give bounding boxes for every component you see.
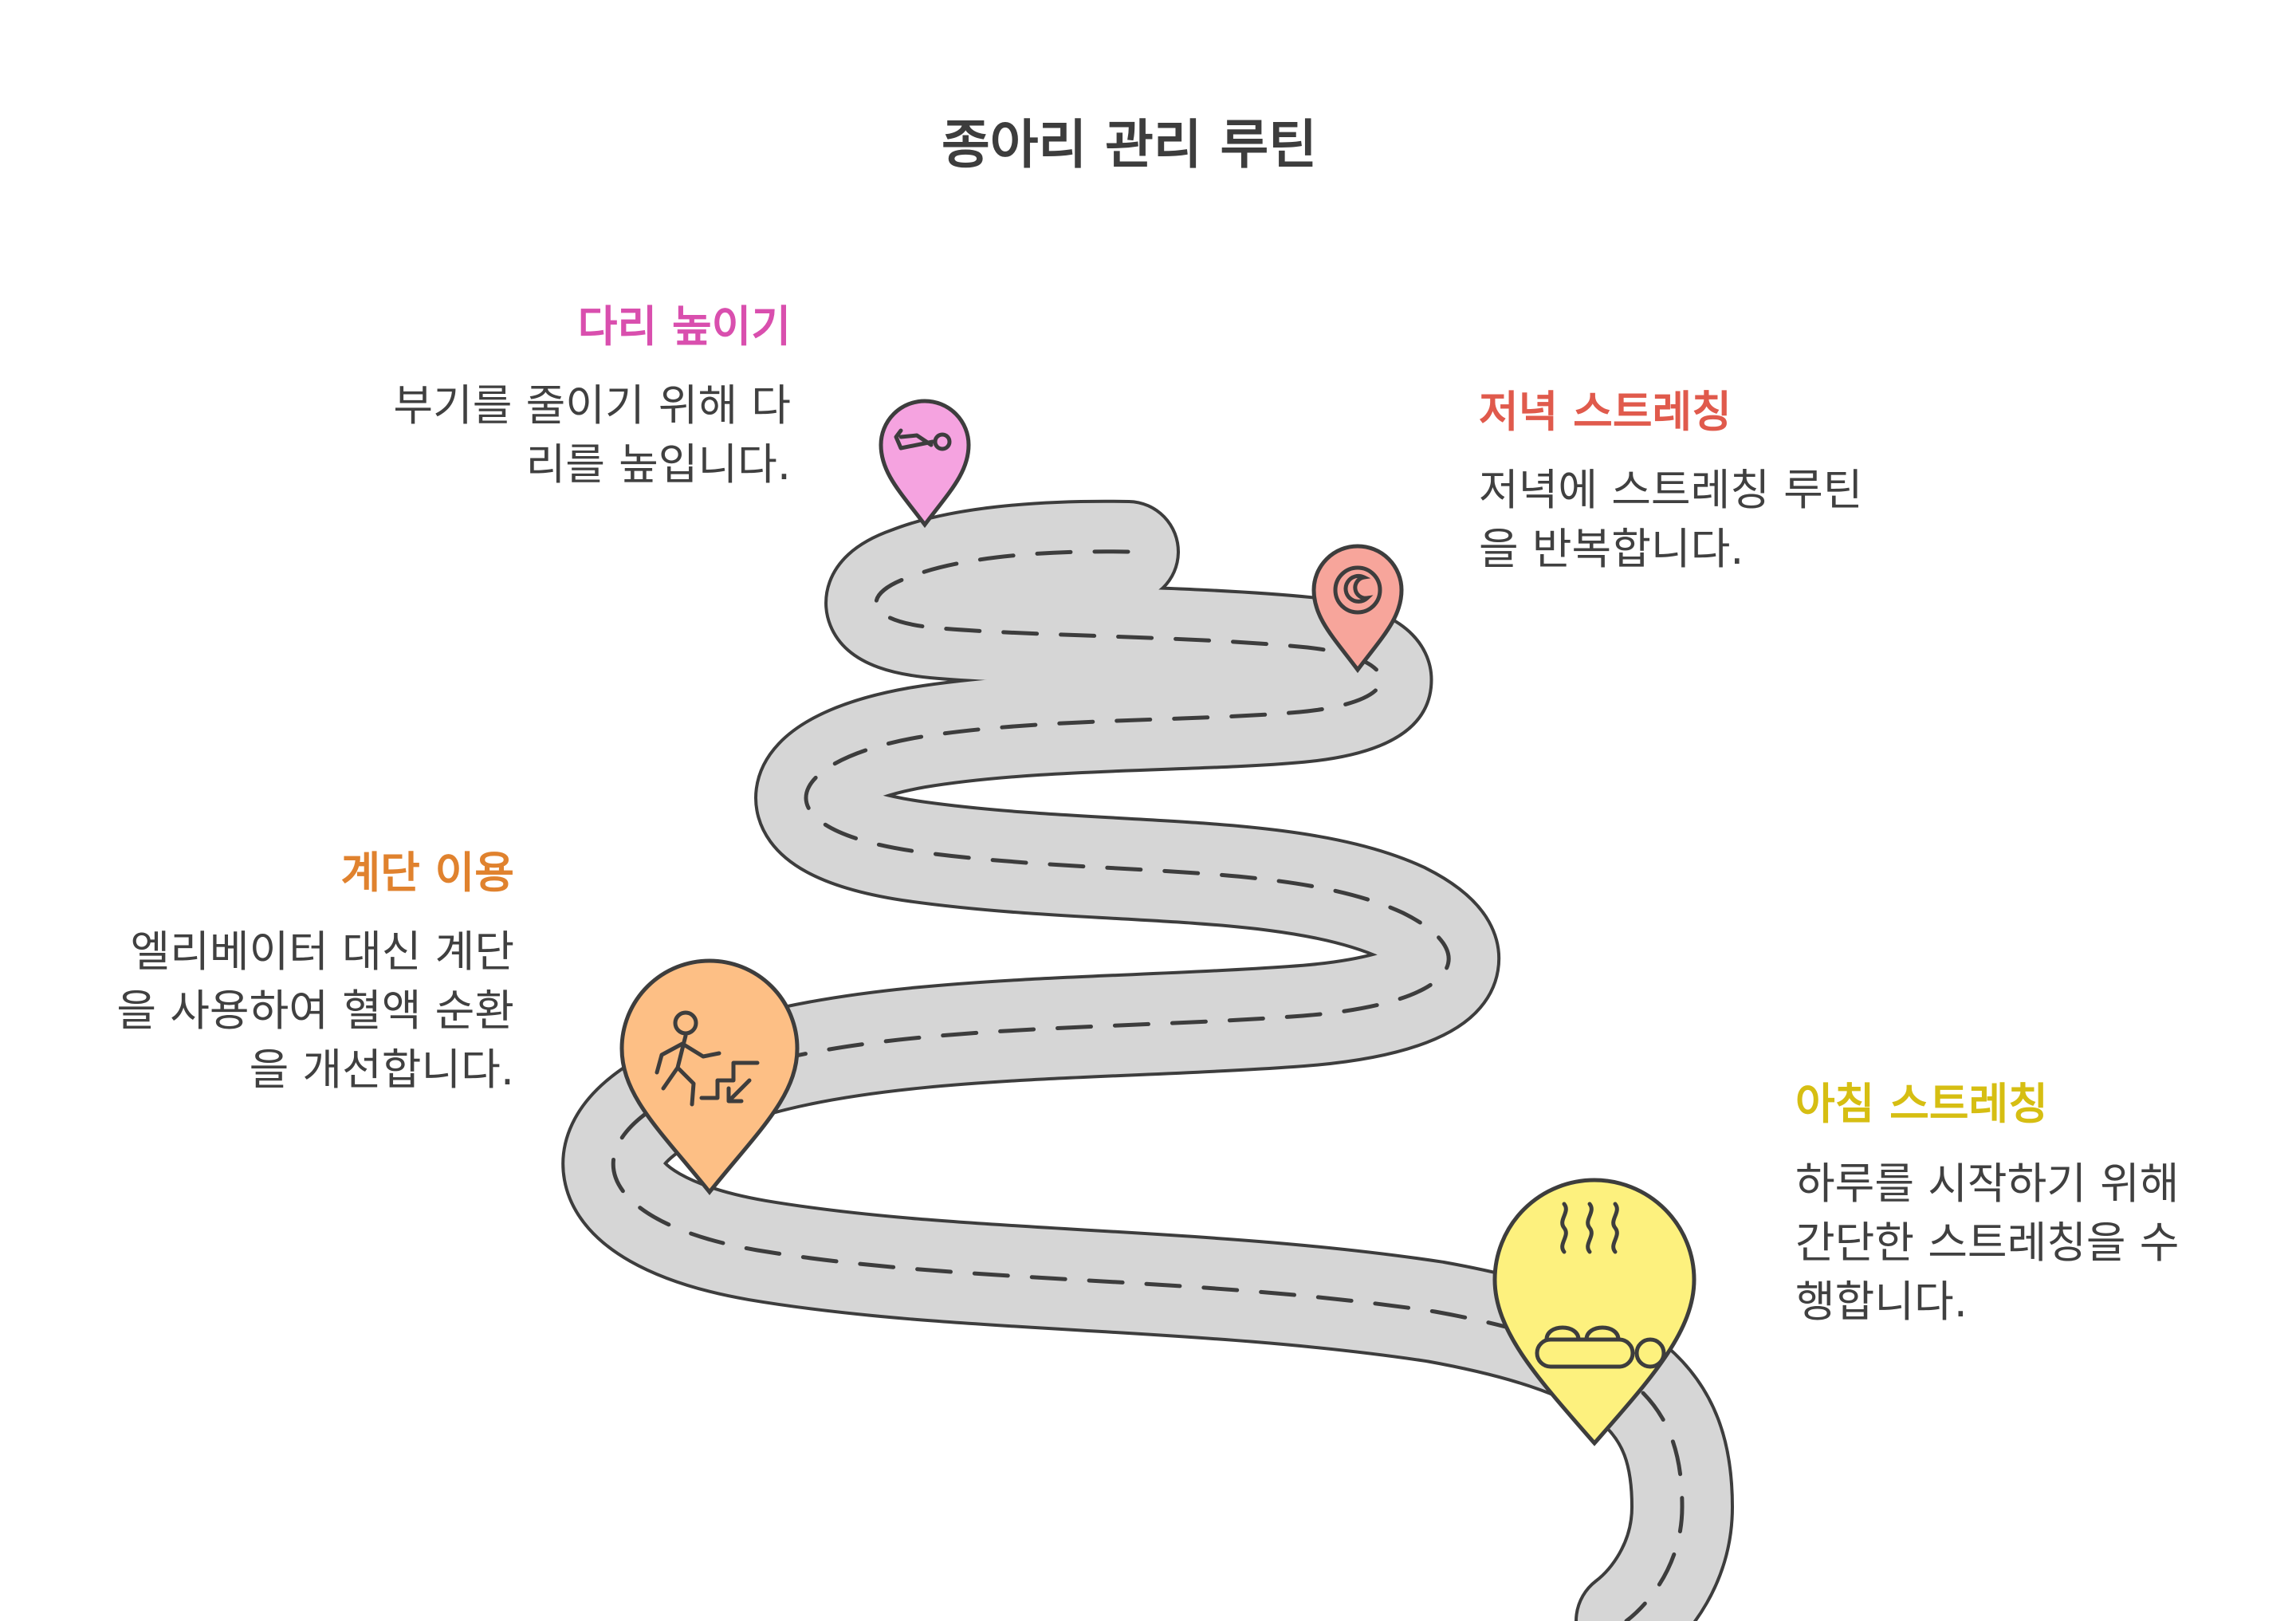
step-heading-morning-stretch: 아침 스트레칭 xyxy=(1795,1079,2048,1129)
desc-line: 리를 높입니다. xyxy=(525,439,791,490)
marker-leg-raise xyxy=(879,399,971,529)
page-title: 종아리 관리 루틴 xyxy=(942,114,1317,175)
desc-line: 을 사용하여 혈액 순환 xyxy=(116,986,514,1036)
marker-stairs xyxy=(619,958,800,1196)
desc-line: 저녁에 스트레칭 루틴 xyxy=(1479,465,1863,515)
step-heading-leg-raise: 다리 높이기 xyxy=(577,301,791,352)
marker-evening-stretch xyxy=(1311,544,1404,674)
desc-line: 엘리베이터 대신 계단 xyxy=(130,927,514,977)
marker-morning-stretch xyxy=(1492,1178,1696,1446)
step-desc-evening-stretch: 저녁에 스트레칭 루틴 을 반복합니다. xyxy=(1479,461,1862,579)
desc-line: 하루를 시작하기 위해 xyxy=(1795,1159,2180,1209)
desc-line: 부기를 줄이기 위해 다 xyxy=(393,380,791,431)
step-desc-morning-stretch: 하루를 시작하기 위해 간단한 스트레칭을 수 행합니다. xyxy=(1795,1155,2179,1332)
desc-line: 행합니다. xyxy=(1795,1277,1968,1327)
winding-road xyxy=(561,499,1734,1621)
step-heading-stairs: 계단 이용 xyxy=(340,848,514,898)
step-desc-leg-raise: 부기를 줄이기 위해 다 리를 높입니다. xyxy=(393,376,791,494)
desc-line: 간단한 스트레칭을 수 xyxy=(1795,1218,2180,1268)
step-heading-evening-stretch: 저녁 스트레칭 xyxy=(1479,387,1732,437)
desc-line: 을 개선합니다. xyxy=(249,1045,514,1095)
person-in-warm-bed-icon xyxy=(1535,1202,1666,1369)
step-desc-stairs: 엘리베이터 대신 계단 을 사용하여 혈액 순환 을 개선합니다. xyxy=(116,923,514,1100)
person-climbing-stairs-icon xyxy=(655,1010,760,1107)
desc-line: 을 반복합니다. xyxy=(1479,524,1744,574)
lying-person-icon xyxy=(894,428,952,451)
moon-icon xyxy=(1333,565,1382,615)
